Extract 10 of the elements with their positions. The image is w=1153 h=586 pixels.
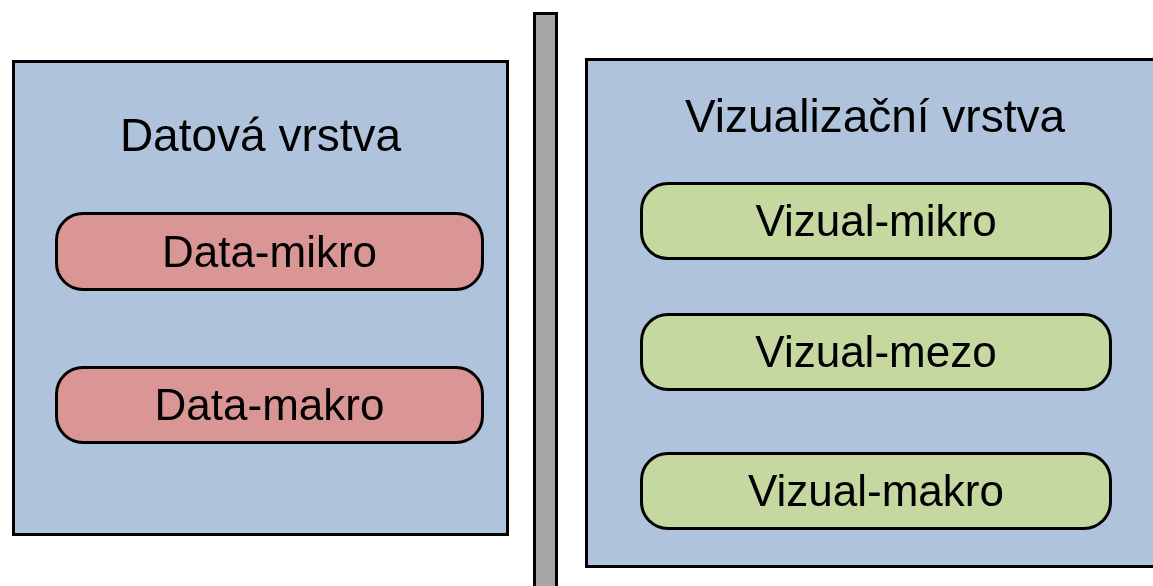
rounded-box: Vizual-mikro <box>640 182 1112 260</box>
rounded-box: Data-makro <box>55 366 484 444</box>
rounded-box: Vizual-makro <box>640 452 1112 530</box>
rounded-box: Data-mikro <box>55 212 484 291</box>
panel-title: Datová vrstva <box>118 108 403 162</box>
layer-panel <box>12 60 509 536</box>
divider-bar <box>533 12 558 586</box>
rounded-box: Vizual-mezo <box>640 313 1112 391</box>
layer-panel <box>585 58 1153 568</box>
panel-title: Vizualizační vrstva <box>683 89 1067 143</box>
